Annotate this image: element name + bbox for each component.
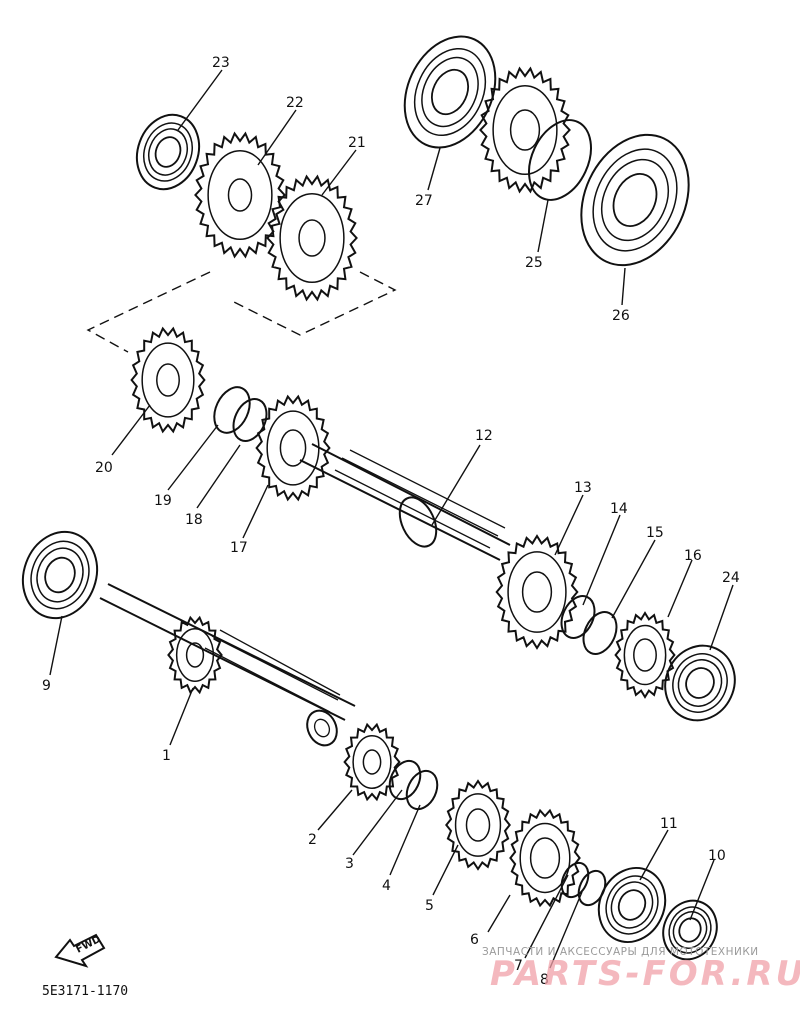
callout-25: 25: [525, 255, 543, 271]
washer-19: [213, 386, 251, 434]
bearing-24: [664, 644, 736, 722]
watermark-tagline: ЗАПЧАСТИ И АКСЕССУАРЫ ДЛЯ МОТОТЕХНИКИ: [482, 946, 759, 958]
callout-4: 4: [382, 878, 391, 894]
fwd-label: FWD: [74, 934, 102, 956]
gear-22: [194, 131, 286, 259]
leader-lines: [49, 69, 734, 969]
main-axle-shaft: [99, 583, 356, 747]
callout-12: 12: [475, 428, 493, 444]
callout-21: 21: [348, 135, 366, 151]
callout-13: 13: [574, 480, 592, 496]
watermark-logo: ЗАПЧАСТИ И АКСЕССУАРЫ ДЛЯ МОТОТЕХНИКИ PA…: [482, 946, 800, 994]
callout-10: 10: [708, 848, 726, 864]
callout-14: 14: [610, 501, 628, 517]
gear-13: [495, 534, 579, 650]
callout-20: 20: [95, 460, 113, 476]
bearing-26: [580, 133, 690, 267]
gear-5: [445, 779, 511, 871]
bearing-9: [21, 530, 99, 620]
callout-3: 3: [345, 856, 354, 872]
callout-7: 7: [514, 958, 523, 974]
callout-22: 22: [286, 95, 304, 111]
gear-2: [343, 722, 401, 802]
callout-9: 9: [42, 678, 51, 694]
callout-19: 19: [154, 493, 172, 509]
washer-14: [560, 595, 596, 639]
callout-5: 5: [425, 898, 434, 914]
gear-20: [130, 326, 206, 434]
gear-16: [614, 611, 676, 699]
callout-15: 15: [646, 525, 664, 541]
bearing-11: [597, 867, 667, 943]
group-outline-dashed: [86, 271, 397, 353]
callout-11: 11: [660, 816, 678, 832]
oil-seal-10: [662, 899, 718, 961]
washer-7: [560, 861, 590, 899]
callout-24: 24: [722, 570, 740, 586]
circlip-4: [405, 769, 439, 811]
drawing-code: 5E3171-1170: [42, 984, 128, 999]
fwd-arrow-icon: FWD: [54, 933, 106, 968]
callout-18: 18: [185, 512, 203, 528]
callout-labels: 23 22 21 27 25 26 20 19 18 17 12 13 14 1…: [42, 55, 740, 988]
gear-6: [509, 808, 581, 908]
callout-2: 2: [308, 832, 317, 848]
drive-axle-shaft: [299, 443, 511, 561]
callout-27: 27: [415, 193, 433, 209]
callout-8: 8: [540, 972, 549, 988]
parts-drawings: [21, 35, 736, 961]
gear-25-hub: [528, 119, 592, 201]
gear-21: [266, 174, 358, 302]
callout-6: 6: [470, 932, 479, 948]
callout-16: 16: [684, 548, 702, 564]
callout-17: 17: [230, 540, 248, 556]
watermark-brand: PARTS-FOR.RU: [490, 954, 800, 994]
callout-26: 26: [612, 308, 630, 324]
bearing-23: [135, 113, 201, 191]
callout-1: 1: [162, 748, 171, 764]
gear-25: [479, 66, 571, 194]
circlip-15: [582, 611, 618, 655]
callout-23: 23: [212, 55, 230, 71]
